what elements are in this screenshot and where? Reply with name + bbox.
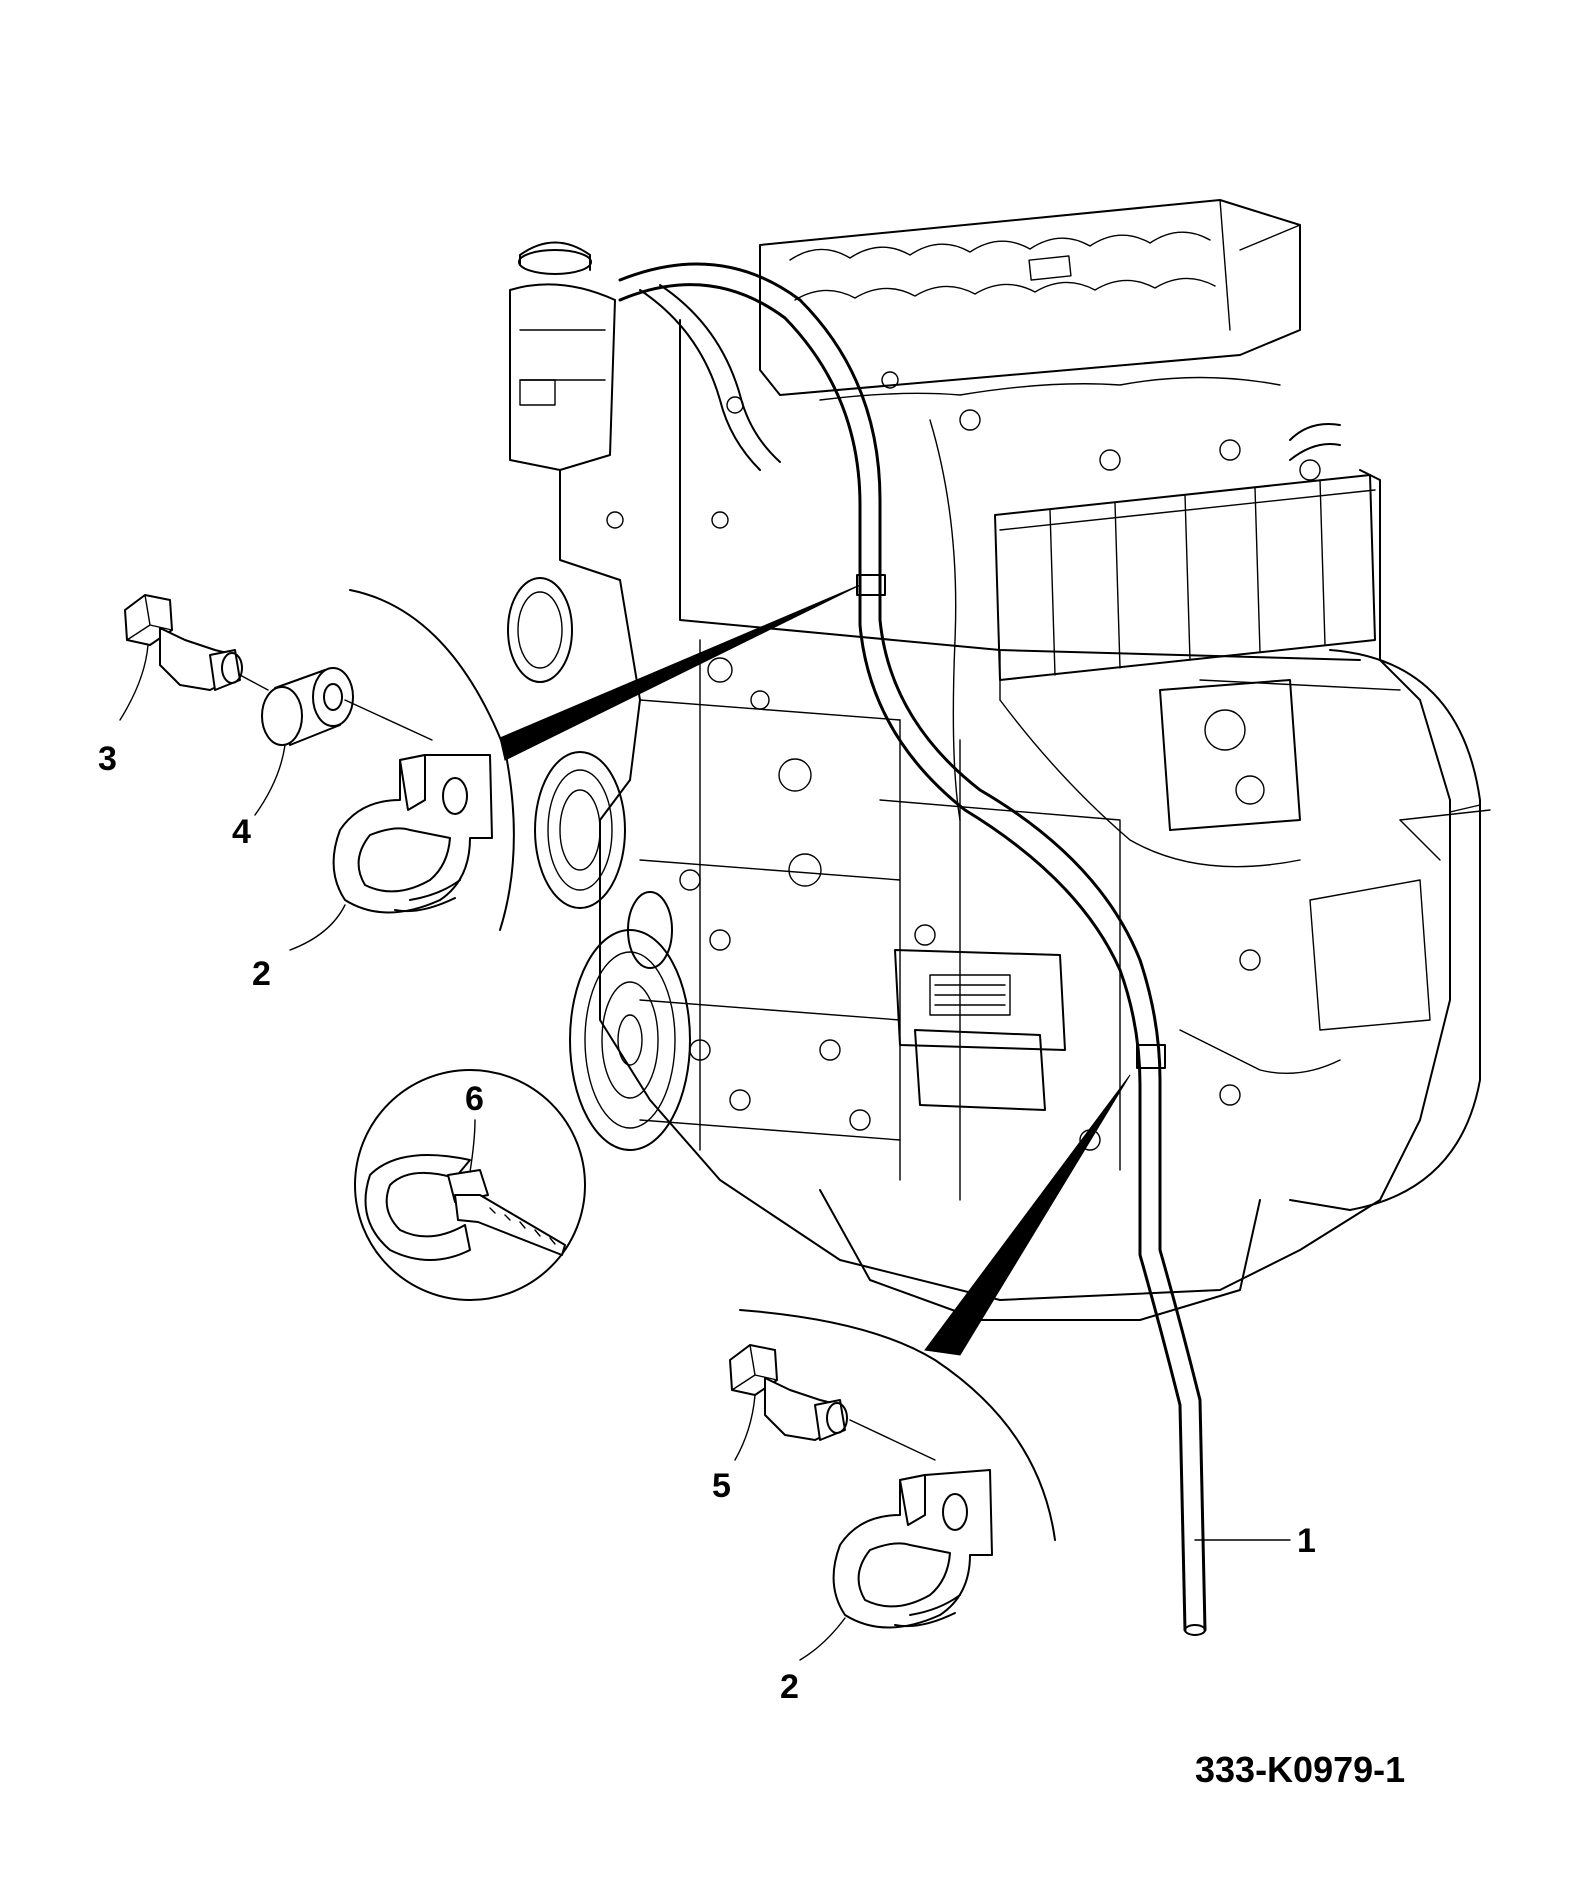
- callout-3: 3: [98, 740, 117, 778]
- flywheel-housing: [1289, 649, 1491, 1211]
- p-clip-2-upper: [332, 754, 493, 914]
- engine-assembly: [507, 199, 1491, 1321]
- callout-2-upper: 2: [252, 955, 271, 993]
- leader-5: [734, 1394, 756, 1461]
- callout-2-lower: 2: [780, 1668, 799, 1706]
- leader-4: [254, 744, 286, 816]
- coolant-hose: [639, 289, 761, 471]
- engine-control-unit: [894, 949, 1066, 1111]
- detail-view-upper: [119, 584, 861, 951]
- assembly-line-lower: [849, 1419, 936, 1461]
- assembly-line-upper: [239, 674, 433, 741]
- callout-labels: 1 2 2 3 4 5 6: [98, 740, 1316, 1706]
- leader-2-upper: [289, 904, 346, 951]
- fuel-filter-housing: [994, 474, 1376, 681]
- leader-3: [119, 644, 149, 721]
- spacer-4: [261, 667, 354, 746]
- flange-bolt-5: [729, 1344, 848, 1441]
- coolant-expansion-tank: [509, 241, 616, 471]
- document-number: 333-K0979-1: [1195, 1749, 1405, 1790]
- callout-4: 4: [232, 813, 251, 851]
- p-clip-2-lower: [832, 1469, 993, 1629]
- oil-sump: [819, 1189, 1261, 1321]
- detail-view-cable-tie: [354, 1069, 586, 1301]
- callout-6: 6: [465, 1080, 484, 1118]
- fuel-pump: [1159, 679, 1301, 831]
- detail-view-lower: [729, 1074, 1291, 1661]
- breather-hose: [618, 262, 1207, 1636]
- wiring-harness: [819, 376, 1441, 1074]
- engine-block: [559, 319, 1451, 1301]
- breather-pipe-upper: [1289, 423, 1341, 461]
- cable-tie-6: [364, 1154, 566, 1261]
- callout-5: 5: [712, 1467, 731, 1505]
- crank-pulleys: [507, 577, 691, 1151]
- leader-2-lower: [799, 1617, 846, 1661]
- callout-1: 1: [1297, 1522, 1316, 1560]
- leader-6: [469, 1119, 476, 1173]
- engine-fasteners: [606, 371, 1321, 1151]
- rocker-cover: [759, 199, 1301, 396]
- flange-bolt-3: [124, 594, 243, 691]
